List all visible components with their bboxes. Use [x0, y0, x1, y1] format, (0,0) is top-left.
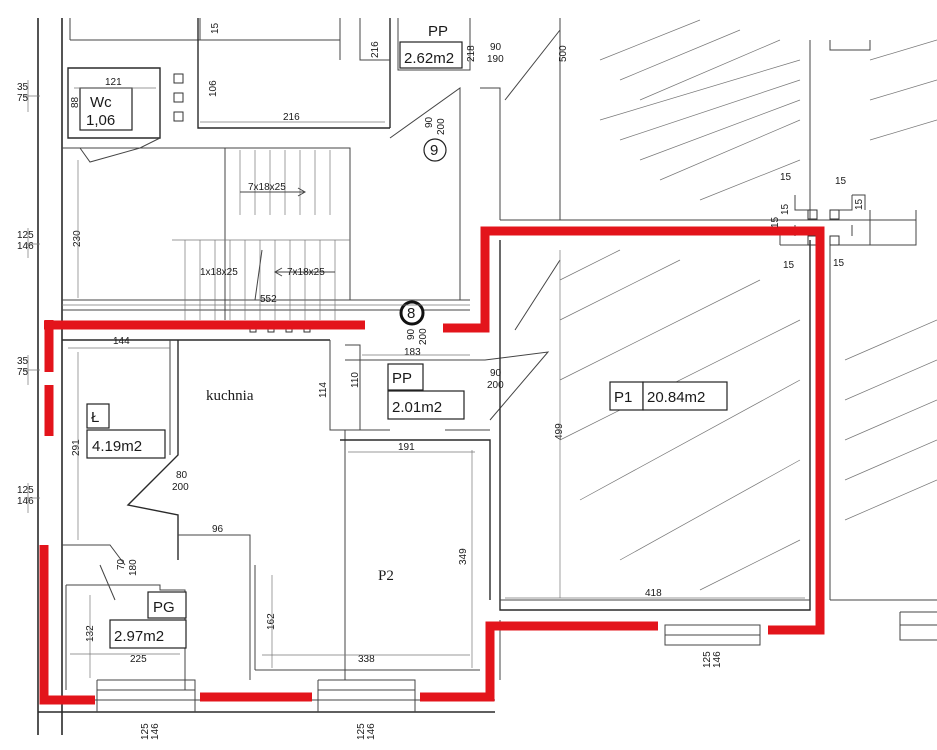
svg-text:9: 9	[430, 142, 438, 159]
svg-text:146: 146	[712, 651, 723, 668]
svg-text:1x18x25: 1x18x25	[200, 267, 238, 278]
svg-text:88: 88	[70, 96, 81, 108]
svg-text:125: 125	[140, 723, 151, 740]
svg-text:418: 418	[645, 588, 662, 599]
svg-text:Ł: Ł	[91, 409, 99, 426]
svg-text:291: 291	[71, 439, 82, 456]
svg-text:125: 125	[356, 723, 367, 740]
svg-text:349: 349	[458, 548, 469, 565]
svg-text:200: 200	[487, 380, 504, 391]
svg-text:1,06: 1,06	[86, 112, 115, 129]
svg-text:35: 35	[17, 356, 29, 367]
svg-text:146: 146	[366, 723, 377, 740]
svg-text:183: 183	[404, 347, 421, 358]
svg-text:15: 15	[780, 203, 791, 215]
dimensions: 15 121 88 106 216 216 218 90 190 500 90 …	[17, 22, 865, 740]
svg-text:230: 230	[72, 230, 83, 247]
svg-text:7x18x25: 7x18x25	[287, 267, 325, 278]
svg-text:2.01m2: 2.01m2	[392, 399, 442, 416]
svg-text:75: 75	[17, 93, 29, 104]
svg-text:552: 552	[260, 294, 277, 305]
svg-text:PP: PP	[428, 23, 448, 40]
svg-text:500: 500	[558, 45, 569, 62]
svg-text:125: 125	[702, 651, 713, 668]
room-kitchen-label: Ł 4.19m2 kuchnia	[86, 388, 254, 459]
marker-9: 9	[423, 138, 447, 162]
svg-text:15: 15	[210, 22, 221, 34]
stair-labels: 7x18x25 1x18x25 7x18x25	[200, 182, 325, 278]
svg-text:70: 70	[116, 558, 127, 570]
svg-text:144: 144	[113, 336, 130, 347]
svg-text:338: 338	[358, 654, 375, 665]
svg-text:499: 499	[554, 423, 565, 440]
svg-text:125: 125	[17, 230, 34, 241]
svg-text:90: 90	[406, 328, 417, 340]
svg-text:P2: P2	[378, 568, 394, 584]
svg-text:110: 110	[350, 372, 361, 388]
svg-text:kuchnia: kuchnia	[206, 388, 254, 404]
svg-text:114: 114	[318, 382, 329, 398]
svg-text:15: 15	[780, 172, 792, 183]
column-symbols	[173, 73, 871, 246]
svg-text:7x18x25: 7x18x25	[248, 182, 286, 193]
red-outline	[39, 226, 825, 705]
svg-text:80: 80	[176, 470, 188, 481]
svg-text:75: 75	[17, 367, 29, 378]
room-wc-label: Wc 1,06	[79, 87, 133, 131]
svg-text:15: 15	[835, 176, 847, 187]
svg-text:PG: PG	[153, 599, 175, 616]
svg-text:4.19m2: 4.19m2	[92, 438, 142, 455]
svg-text:216: 216	[370, 41, 381, 58]
svg-text:225: 225	[130, 654, 147, 665]
svg-text:15: 15	[833, 258, 845, 269]
room-pp-label: PP 2.01m2	[387, 363, 465, 420]
svg-text:8: 8	[407, 305, 415, 322]
svg-text:180: 180	[128, 559, 139, 576]
svg-text:15: 15	[770, 216, 781, 228]
svg-text:146: 146	[17, 241, 34, 252]
svg-text:90: 90	[490, 368, 502, 379]
svg-text:2.62m2: 2.62m2	[404, 50, 454, 67]
svg-text:20.84m2: 20.84m2	[647, 389, 705, 406]
svg-text:200: 200	[418, 328, 429, 345]
svg-text:121: 121	[105, 77, 122, 88]
svg-text:96: 96	[212, 524, 224, 535]
svg-text:162: 162	[266, 613, 277, 630]
svg-text:200: 200	[436, 118, 447, 135]
svg-text:146: 146	[17, 496, 34, 507]
svg-text:PP: PP	[392, 370, 412, 387]
stair-treads	[172, 150, 350, 333]
room-p2-label: P2	[378, 568, 394, 584]
svg-text:218: 218	[466, 45, 477, 62]
svg-text:90: 90	[424, 116, 435, 128]
svg-text:15: 15	[854, 198, 865, 210]
svg-text:200: 200	[172, 482, 189, 493]
svg-text:106: 106	[208, 80, 219, 97]
svg-text:90: 90	[490, 42, 502, 53]
svg-text:2.97m2: 2.97m2	[114, 628, 164, 645]
svg-text:Wc: Wc	[90, 94, 112, 111]
hatch-pattern	[559, 19, 937, 591]
room-pg-label: PG 2.97m2	[109, 591, 187, 649]
room-p1-label: P1 20.84m2	[609, 381, 728, 411]
svg-text:132: 132	[85, 625, 96, 642]
svg-text:P1: P1	[614, 389, 632, 406]
svg-text:216: 216	[283, 112, 300, 123]
room-pp-top-label: 2.62m2 PP	[399, 23, 463, 69]
svg-text:15: 15	[783, 260, 795, 271]
marker-8: 8	[399, 300, 425, 326]
svg-text:146: 146	[150, 723, 161, 740]
svg-text:190: 190	[487, 54, 504, 65]
svg-text:35: 35	[17, 82, 29, 93]
svg-text:125: 125	[17, 485, 34, 496]
svg-text:191: 191	[398, 442, 415, 453]
dimension-lines	[24, 80, 805, 678]
